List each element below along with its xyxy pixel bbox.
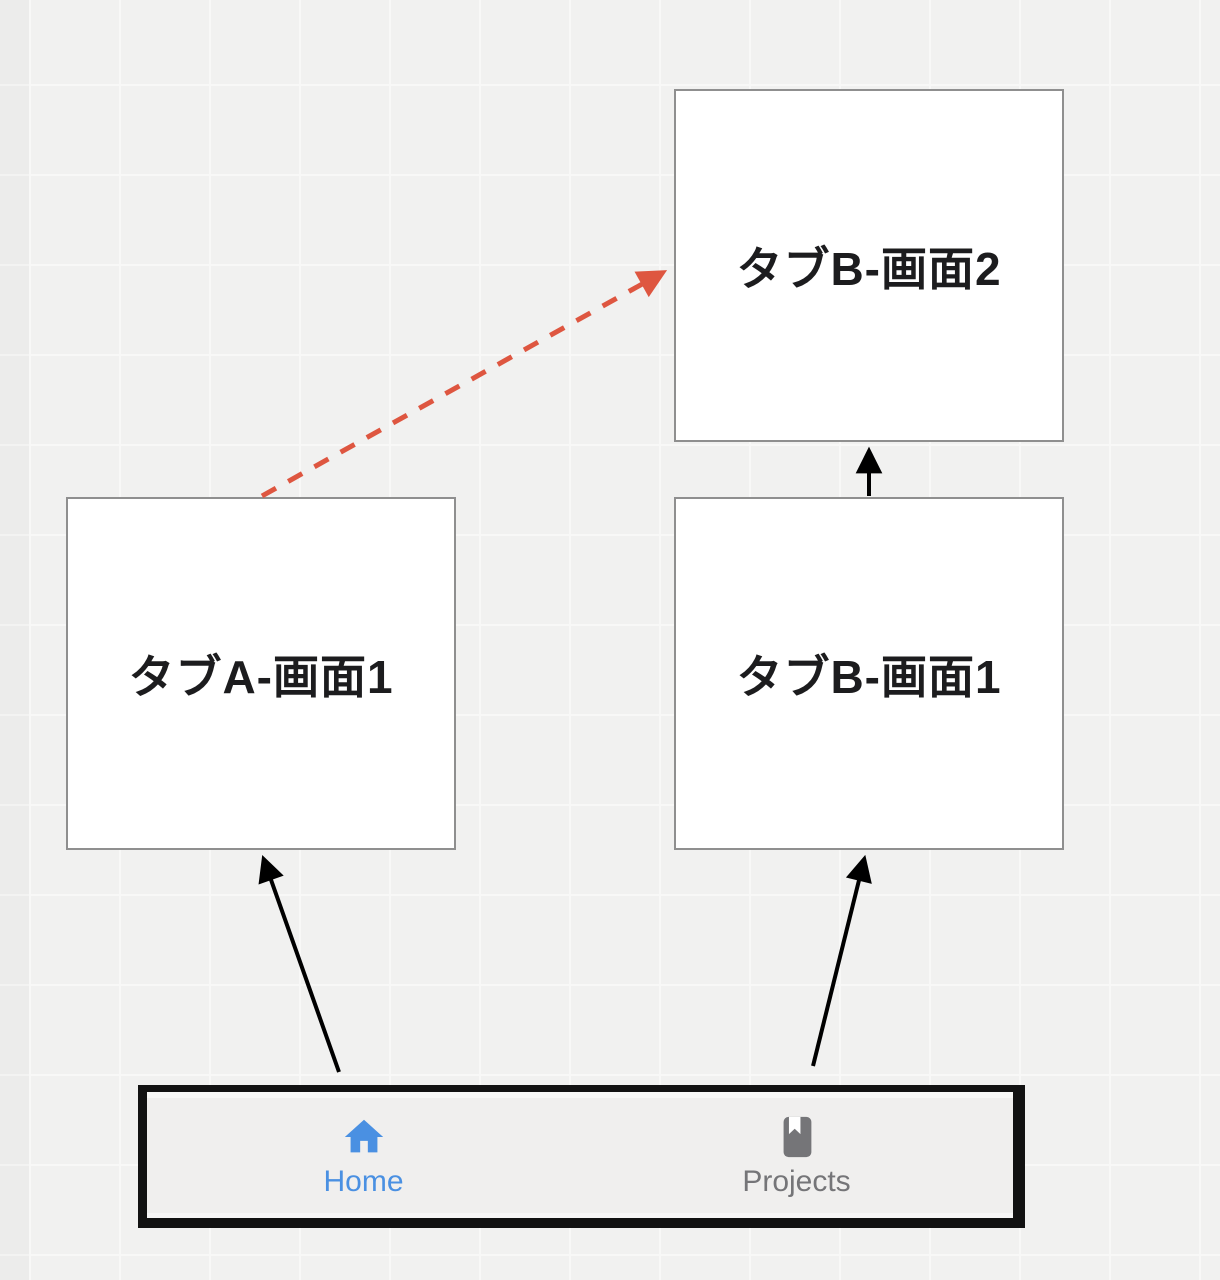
arrow-dashed-tab-a-to-tab-b-screen-2[interactable] xyxy=(260,270,668,499)
tabbar-inner: Home Projects xyxy=(147,1092,1013,1218)
node-tab-b-screen-1[interactable]: タブB-画面1 xyxy=(674,497,1064,850)
arrow-home-to-tab-a-screen-1[interactable] xyxy=(258,854,341,1073)
tab-home[interactable]: Home xyxy=(147,1092,580,1218)
bookmark-icon xyxy=(783,1116,811,1157)
node-label: タブB-画面2 xyxy=(736,242,1002,295)
tab-projects[interactable]: Projects xyxy=(580,1092,1013,1218)
node-label: タブA-画面1 xyxy=(128,650,394,703)
node-label: タブB-画面1 xyxy=(736,650,1002,703)
arrow-projects-to-tab-b-screen-1[interactable] xyxy=(811,854,872,1067)
node-tab-b-screen-2[interactable]: タブB-画面2 xyxy=(674,89,1064,442)
tabbar: Home Projects xyxy=(138,1085,1025,1228)
home-icon xyxy=(344,1119,383,1152)
tab-projects-label: Projects xyxy=(742,1164,851,1198)
tab-home-label: Home xyxy=(323,1164,404,1198)
canvas-edge-shade xyxy=(0,0,29,1280)
node-tab-a-screen-1[interactable]: タブA-画面1 xyxy=(66,497,456,850)
